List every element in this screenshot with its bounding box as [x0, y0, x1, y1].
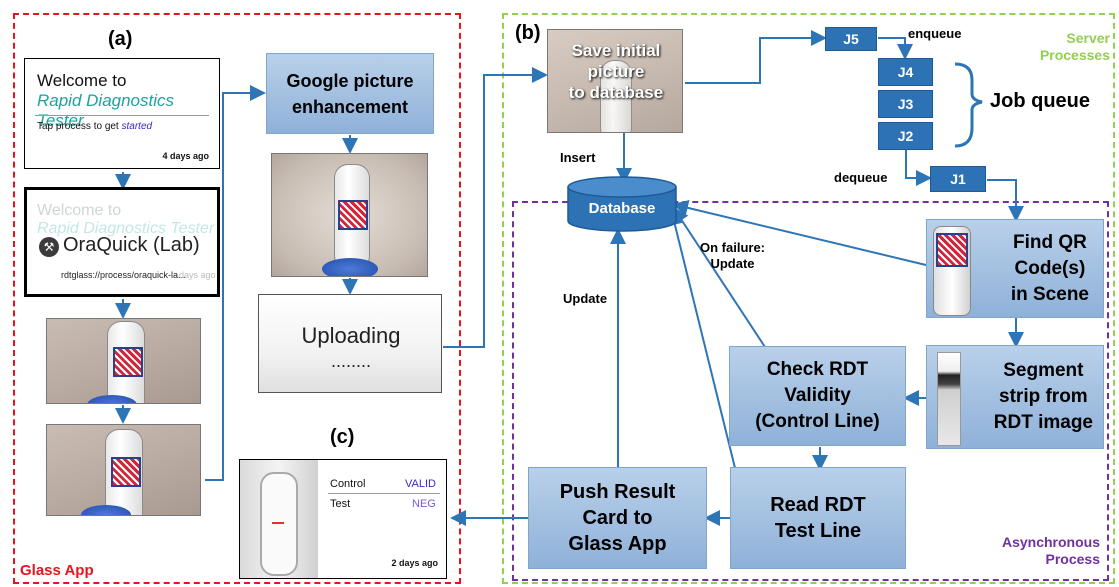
job-j1: J1 — [930, 166, 986, 192]
oraquick-card: Welcome to Rapid Diagnostics Tester ⚒ Or… — [24, 187, 220, 297]
glove-enhanced — [322, 258, 378, 276]
dequeue-label: dequeue — [834, 170, 888, 185]
enqueue-label: enqueue — [908, 26, 962, 41]
segment-box: Segment strip from RDT image — [926, 345, 1104, 449]
push-result-box: Push Result Card to Glass App — [528, 467, 707, 569]
panel-label-b: (b) — [515, 22, 541, 44]
oraquick-faded2: Rapid Diagnostics Tester — [37, 220, 215, 237]
welcome-divider — [35, 115, 209, 116]
insert-label: Insert — [560, 150, 596, 165]
uploading-text: Uploading — [301, 323, 401, 348]
arrow-save-to-j5 — [685, 30, 827, 84]
on-failure-label: On failure: Update — [700, 240, 766, 271]
google-enhance-box: Google picture enhancement — [266, 53, 434, 134]
find-qr-box: Find QR Code(s) in Scene — [926, 219, 1104, 318]
arrow-findqr-to-database — [672, 200, 927, 266]
arrow-photo2-to-enhance — [205, 85, 266, 481]
qr-code-enhanced — [338, 200, 368, 230]
result-control-line — [272, 522, 284, 524]
arrow-j1-to-findqr — [987, 179, 1024, 222]
welcome-tap-text: Tap process to get started — [37, 121, 152, 132]
read-rdt-box: Read RDT Test Line — [730, 467, 906, 569]
welcome-time: 4 days ago — [162, 151, 209, 161]
save-initial-text: Save initial picture to database — [568, 41, 664, 102]
job-queue-brace — [954, 62, 983, 148]
arrow-j2-to-j1 — [905, 150, 932, 186]
welcome-tap-word: started — [121, 121, 153, 132]
job-j3: J3 — [878, 90, 933, 118]
asynchronous-process-region — [512, 201, 1109, 581]
enhanced-photo — [271, 153, 428, 277]
wrench-icon: ⚒ — [39, 237, 59, 257]
result-control-value: VALID — [405, 478, 436, 490]
welcome-tap-prefix: Tap process to get — [37, 121, 122, 132]
uploading-box: Uploading ........ — [258, 294, 442, 393]
segment-text: Segment strip from RDT image — [993, 360, 1093, 433]
find-qr-thumb — [933, 226, 971, 316]
glass-app-label: Glass App — [20, 562, 94, 579]
segment-strip-thumb — [937, 352, 961, 446]
check-rdt-box: Check RDT Validity (Control Line) — [729, 346, 906, 446]
welcome-line1: Welcome to — [37, 71, 127, 90]
glove-2 — [81, 505, 131, 515]
result-test-label: Test — [330, 498, 351, 510]
job-j5: J5 — [825, 27, 877, 51]
database-label: Database — [588, 200, 656, 217]
arrow-read-to-database — [667, 209, 736, 469]
rdt-device-save — [600, 60, 632, 132]
server-processes-label: Server Processes — [1039, 30, 1110, 63]
arrow-j5-to-j4 — [878, 37, 913, 60]
job-queue-label: Job queue — [990, 90, 1091, 112]
oraquick-url: rdtglass://process/oraquick-la... — [61, 270, 186, 280]
oraquick-title: OraQuick (Lab) — [63, 234, 200, 256]
job-j2: J2 — [878, 122, 933, 150]
asynchronous-process-label: Asynchronous Process — [1001, 534, 1100, 567]
oraquick-time: days ago — [179, 270, 216, 280]
result-divider — [328, 493, 440, 494]
server-processes-region — [502, 13, 1115, 584]
database-cylinder — [567, 176, 677, 232]
arrow-check-to-database — [672, 206, 766, 348]
uploading-dots: ........ — [330, 351, 371, 371]
oraquick-faded1: Welcome to — [37, 202, 122, 219]
panel-label-c: (c) — [330, 426, 355, 448]
qr-code-1 — [113, 347, 143, 377]
result-control-label: Control — [330, 478, 366, 490]
result-rdt-window — [260, 472, 298, 576]
job-j4: J4 — [878, 58, 933, 86]
glass-app-region — [13, 13, 461, 584]
find-qr-text: Find QR Code(s) in Scene — [1010, 231, 1089, 305]
save-initial-box: Save initial picture to database — [547, 29, 683, 133]
find-qr-code — [936, 233, 968, 267]
rdt-photo-2 — [46, 424, 201, 516]
qr-code-2 — [111, 457, 141, 487]
rdt-photo-1 — [46, 318, 201, 404]
glove-1 — [87, 395, 137, 403]
update-label: Update — [563, 291, 608, 306]
result-card: Control VALID Test NEG 2 days ago — [239, 459, 447, 579]
result-time: 2 days ago — [391, 558, 438, 568]
welcome-card: Welcome to Rapid Diagnostics Tester Tap … — [24, 58, 220, 169]
panel-label-a: (a) — [108, 28, 133, 50]
arrow-uploading-to-save — [443, 67, 548, 348]
result-test-value: NEG — [412, 498, 436, 510]
